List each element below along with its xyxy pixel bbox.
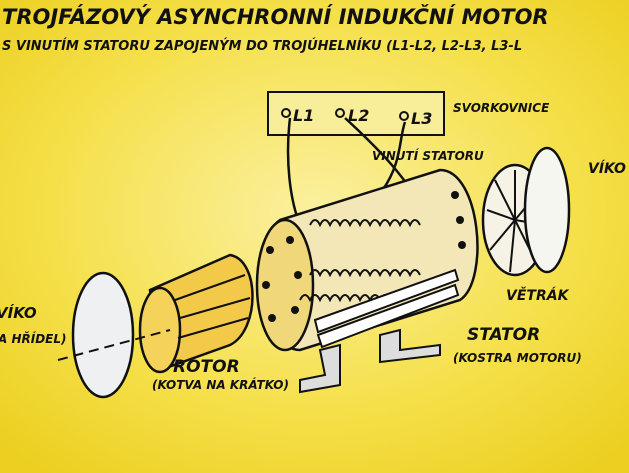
stator-fins [313,268,460,349]
shaft-axis [57,329,171,361]
terminal-l1: L1 [293,106,314,125]
cover-left [71,271,135,399]
cover-left-note: A HŘÍDEL) [0,331,67,346]
cover-left-label: VÍKO [0,303,37,322]
stator [255,168,479,394]
rotor-note: (KOTVA NA KRÁTKO) [152,377,289,392]
terminal-box-label: SVORKOVNICE [453,101,550,115]
subtitle: S VINUTÍM STATORU ZAPOJENÝM DO TROJÚHELN… [2,38,522,54]
stator-foot [379,328,441,364]
title: TROJFÁZOVÝ ASYNCHRONNÍ INDUKČNÍ MOTOR [2,4,549,29]
terminal-l3: L3 [411,109,432,128]
terminal-l2: L2 [348,106,369,125]
cover-right-label: VÍKO [588,160,626,177]
cover-right [523,146,571,274]
stator-foot [299,343,341,394]
rotor [138,253,254,374]
stator-note: (KOSTRA MOTORU) [453,351,582,365]
terminal-box: L1 L2 L3 [267,91,445,136]
stator-label: STATOR [467,325,540,345]
fan-label: VĚTRÁK [506,287,570,304]
rotor-label: ROTOR [173,357,240,377]
winding-coils [299,219,421,303]
